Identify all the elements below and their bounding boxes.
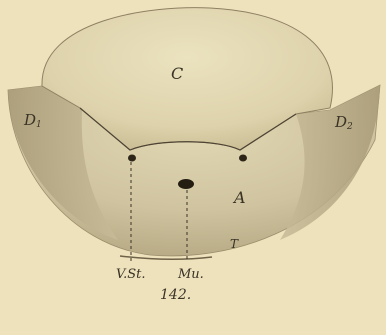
ventral-slit [120, 256, 212, 259]
label-C: C [171, 66, 183, 82]
label-v-st: V.St. [116, 268, 146, 281]
label-D2-sub: 2 [347, 122, 353, 132]
mouth-opening [178, 179, 194, 189]
label-mu: Mu. [178, 268, 204, 281]
label-D1-base: D [24, 111, 36, 129]
figure-number: 142. [160, 288, 191, 302]
label-A: A [234, 190, 246, 206]
label-D2: D2 [335, 115, 353, 132]
label-T: T [230, 238, 238, 250]
label-D1-sub: 1 [36, 120, 42, 130]
spot-right [239, 155, 247, 162]
spot-left [128, 155, 136, 162]
label-D1: D1 [24, 113, 42, 130]
label-D2-base: D [335, 113, 347, 131]
